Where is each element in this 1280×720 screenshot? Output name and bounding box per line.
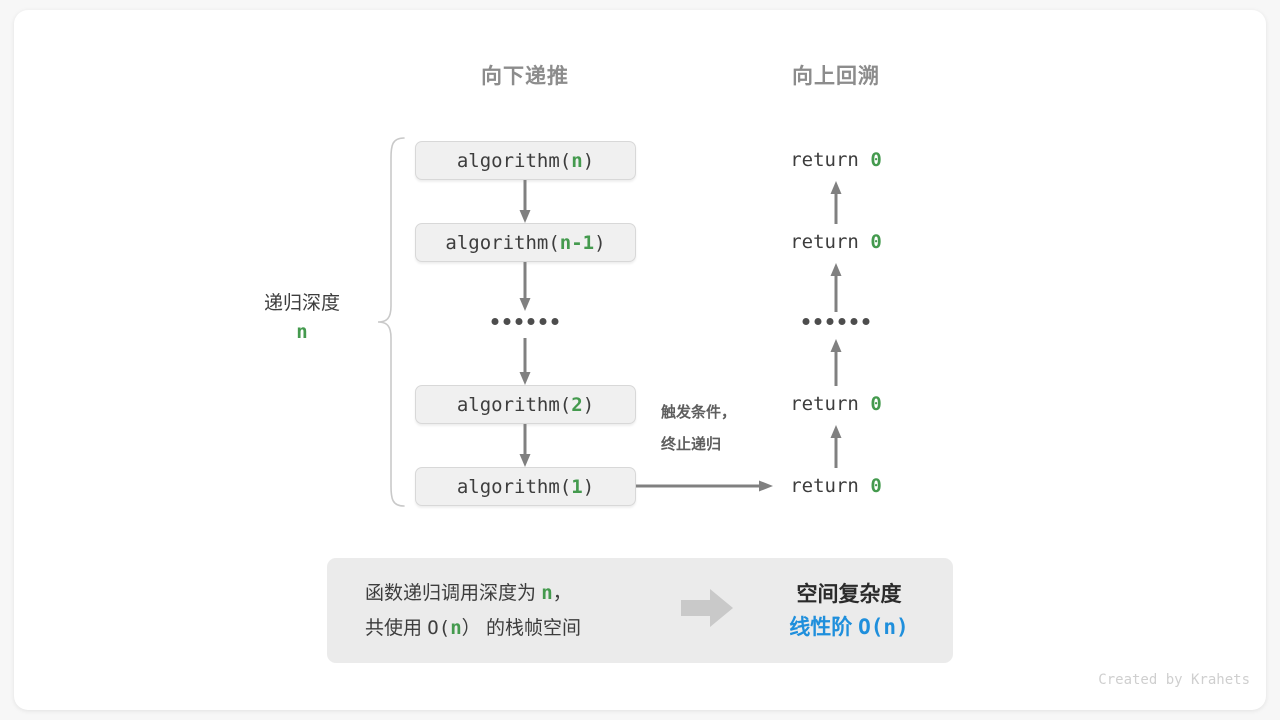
call-box-arg: 1 [571,475,583,498]
complexity-value-expr: O(n) [858,614,909,639]
arrow-down-3 [517,338,533,391]
summary-description: 函数递归调用深度为 n， 共使用 O(n） 的栈帧空间 [365,576,675,646]
credit-text: Created by Krahets [1098,672,1250,688]
return-label-3: return 0 [790,393,882,415]
call-box-close: ) [582,393,595,416]
arrow-base-case-to-return [636,478,774,499]
complexity-title: 空间复杂度 [796,582,902,606]
complexity-value-label: 线性阶 [789,615,853,639]
recursion-depth-label: 递归深度 n [264,291,340,347]
recursion-depth-brace [374,136,408,513]
summary-line1-text: 函数递归调用深度为 [365,582,537,604]
column-header-recursion-down: 向下递推 [481,65,569,88]
return-keyword: return [790,475,859,497]
call-box-name: algorithm( [456,475,572,498]
base-case-note: 触发条件， 终止递归 [661,397,736,461]
return-value: 0 [870,149,882,171]
call-box-2[interactable]: algorithm(2) [415,385,636,424]
return-label-2: return 0 [790,231,882,253]
return-keyword: return [790,149,859,171]
call-box-name: algorithm( [456,149,572,172]
call-box-name: algorithm( [445,231,560,254]
ellipsis-dots-right [802,318,870,325]
summary-line-1: 函数递归调用深度为 n， [365,576,675,611]
diagram-stage: 向下递推 向上回溯 递归深度 n algorithm(n) algorithm(… [14,10,1266,710]
summary-line-2: 共使用 O(n） 的栈帧空间 [365,611,675,646]
complexity-result: 空间复杂度 线性阶 O(n) [745,578,953,644]
summary-line2-paren: ） [461,617,481,639]
call-box-n[interactable]: algorithm(n) [415,141,636,180]
return-value: 0 [870,231,882,253]
call-box-name: algorithm( [456,393,572,416]
summary-line1-n: n [541,581,553,604]
call-box-close: ) [582,149,595,172]
summary-line2-bigo: O( [427,616,451,639]
complexity-value: 线性阶 O(n) [745,611,953,644]
call-box-arg: n-1 [559,231,595,254]
summary-line2-n: n [450,616,462,639]
return-keyword: return [790,393,859,415]
return-keyword: return [790,231,859,253]
summary-line2-tail: 的栈帧空间 [485,617,581,639]
call-box-1[interactable]: algorithm(1) [415,467,636,506]
call-box-arg: 2 [571,393,583,416]
right-arrow-icon [679,587,735,634]
complexity-summary-panel: 函数递归调用深度为 n， 共使用 O(n） 的栈帧空间 空间复杂度 线性阶 [327,558,953,663]
call-box-n-minus-1[interactable]: algorithm(n-1) [415,223,636,262]
arrow-down-1 [517,180,533,229]
column-header-recursion-up: 向上回溯 [792,65,880,88]
ellipsis-dots-left [491,318,559,325]
return-label-4: return 0 [790,475,882,497]
summary-line1-comma: ， [552,582,572,604]
recursion-depth-text: 递归深度 [263,293,341,314]
call-box-close: ) [594,231,606,254]
arrow-down-2 [517,262,533,317]
return-value: 0 [870,393,882,415]
arrow-down-4 [517,424,533,473]
call-box-arg: n [571,149,583,172]
summary-line2-text: 共使用 [365,617,423,639]
recursion-depth-value: n [296,321,308,343]
arrow-up-3 [828,338,844,391]
arrow-up-2 [828,262,844,317]
return-value: 0 [870,475,882,497]
diagram-card: 向下递推 向上回溯 递归深度 n algorithm(n) algorithm(… [14,10,1266,710]
base-case-note-line1: 触发条件， [661,404,737,421]
base-case-note-line2: 终止递归 [661,436,722,453]
call-box-close: ) [582,475,595,498]
arrow-up-4 [828,424,844,473]
arrow-up-1 [828,180,844,229]
return-label-1: return 0 [790,149,882,171]
